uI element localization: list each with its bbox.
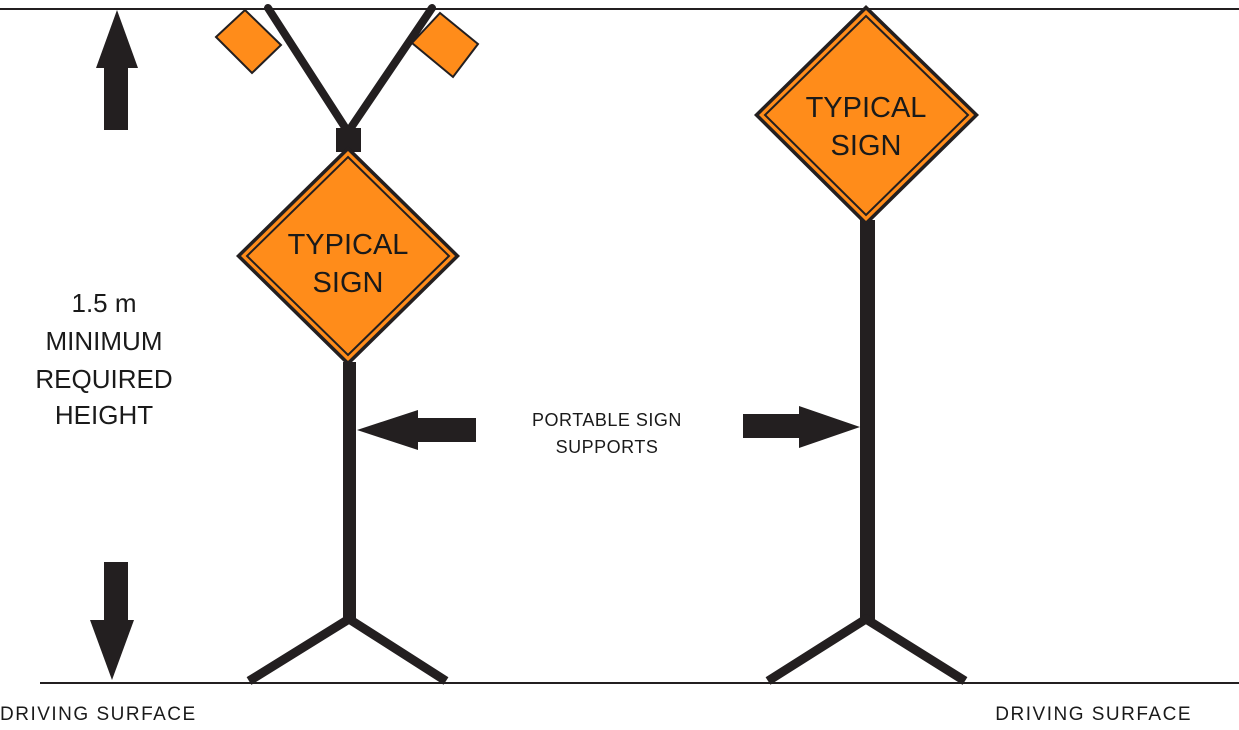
right-sign-pole <box>860 220 875 620</box>
height-label-line-3: REQUIRED <box>35 364 172 394</box>
right-sign-text-line-2: SIGN <box>831 130 902 162</box>
arrow-left-icon <box>357 410 476 450</box>
flag-icon <box>214 4 480 136</box>
arrow-right-icon <box>743 406 860 448</box>
height-label-line-2: MINIMUM <box>46 326 163 356</box>
left-sign-pole <box>343 362 356 622</box>
left-sign-base <box>246 614 449 685</box>
left-typical-sign: TYPICAL SIGN <box>236 146 460 366</box>
right-typical-sign: TYPICAL SIGN <box>754 5 979 226</box>
right-sign-base <box>765 614 968 685</box>
supports-label-line-2: SUPPORTS <box>556 437 659 457</box>
height-label-line-1: 1.5 m <box>71 288 136 318</box>
driving-surface-label-right: DRIVING SURFACE <box>995 704 1192 725</box>
right-sign-assembly: TYPICAL SIGN <box>754 5 979 685</box>
left-sign-assembly: TYPICAL SIGN <box>214 4 480 685</box>
arrow-up-icon <box>96 10 138 130</box>
height-label: 1.5 m MINIMUM REQUIRED HEIGHT <box>35 288 172 430</box>
driving-surface-label-left: DRIVING SURFACE <box>0 704 197 725</box>
left-sign-text-line-2: SIGN <box>313 267 384 299</box>
right-sign-text-line-1: TYPICAL <box>806 92 927 124</box>
arrow-down-icon <box>90 562 134 680</box>
supports-label: PORTABLE SIGN SUPPORTS <box>532 410 682 457</box>
left-sign-text-line-1: TYPICAL <box>288 229 409 261</box>
supports-label-line-1: PORTABLE SIGN <box>532 410 682 430</box>
height-label-line-4: HEIGHT <box>55 400 153 430</box>
